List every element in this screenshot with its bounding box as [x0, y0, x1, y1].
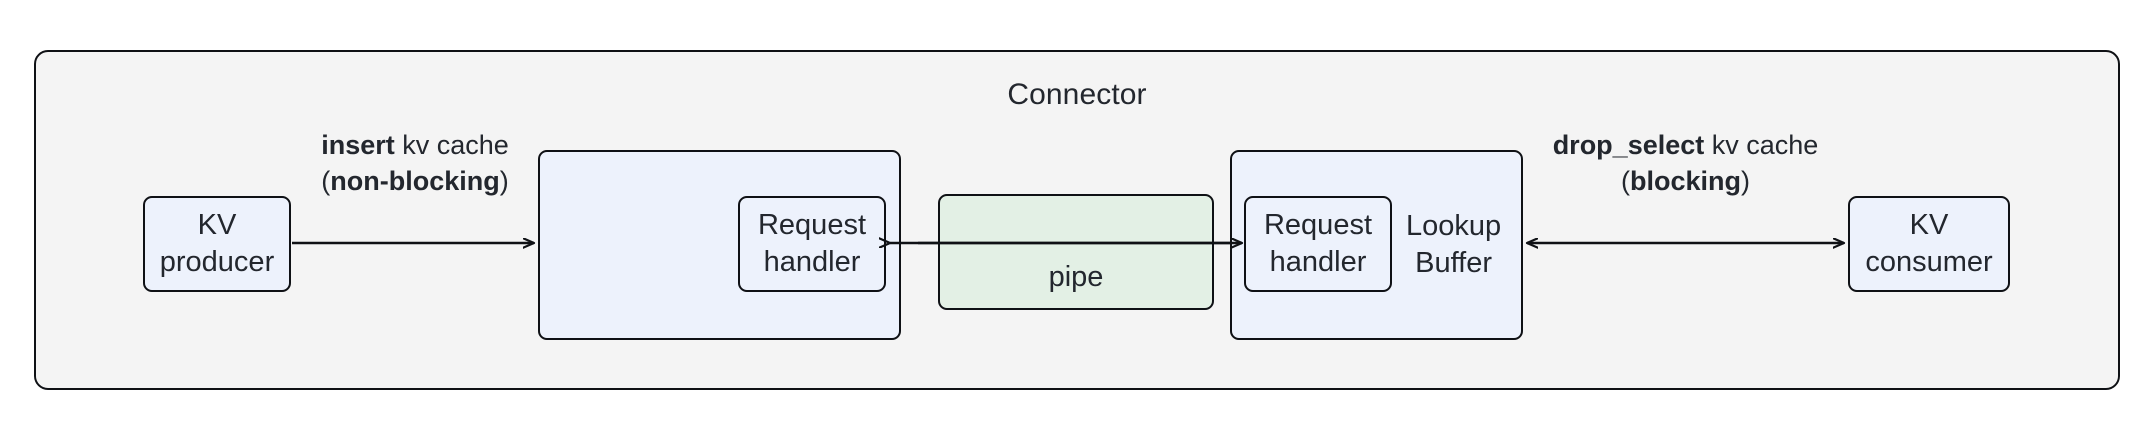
edge-label-drop-line1: drop_select kv cache [1523, 128, 1848, 164]
pipe-label: pipe [1048, 261, 1104, 293]
edge-label-drop-bold: drop_select [1552, 130, 1705, 160]
lookup-buffer-right-label: Lookup Buffer [1406, 209, 1502, 279]
request-handler-right-label: Request handler [1263, 208, 1372, 278]
kv-producer-node: KV producer [143, 196, 291, 292]
edge-label-drop-line2: (blocking) [1523, 164, 1848, 200]
pipe-node: pipe [938, 194, 1214, 310]
edge-label-drop-paren-close: ) [1741, 165, 1750, 196]
edge-label-insert-paren-close: ) [499, 165, 509, 196]
request-handler-left-label: Request handler [757, 208, 866, 278]
edge-label-insert-paren-open: ( [321, 165, 331, 196]
request-handler-left-node: Request handler [738, 196, 886, 292]
edge-label-insert: insert kv cache (non-blocking) [291, 128, 539, 199]
edge-label-insert-plain: kv cache [394, 130, 509, 160]
edge-label-insert-line2: (non-blocking) [291, 164, 539, 200]
edge-label-drop-select: drop_select kv cache (blocking) [1523, 128, 1848, 199]
kv-consumer-node: KV consumer [1848, 196, 2010, 292]
request-handler-right-node: Request handler [1244, 196, 1392, 292]
connector-title: Connector [1007, 78, 1147, 111]
edge-label-insert-bold: insert [321, 130, 395, 160]
edge-label-drop-paren-open: ( [1620, 165, 1630, 196]
kv-producer-label: KV producer [159, 208, 275, 278]
edge-label-insert-line1: insert kv cache [291, 128, 539, 164]
kv-consumer-label: KV consumer [1865, 208, 1993, 278]
edge-label-drop-bold2: blocking [1629, 165, 1741, 196]
edge-label-insert-bold2: non-blocking [330, 165, 500, 196]
edge-label-drop-plain: kv cache [1704, 130, 1819, 160]
